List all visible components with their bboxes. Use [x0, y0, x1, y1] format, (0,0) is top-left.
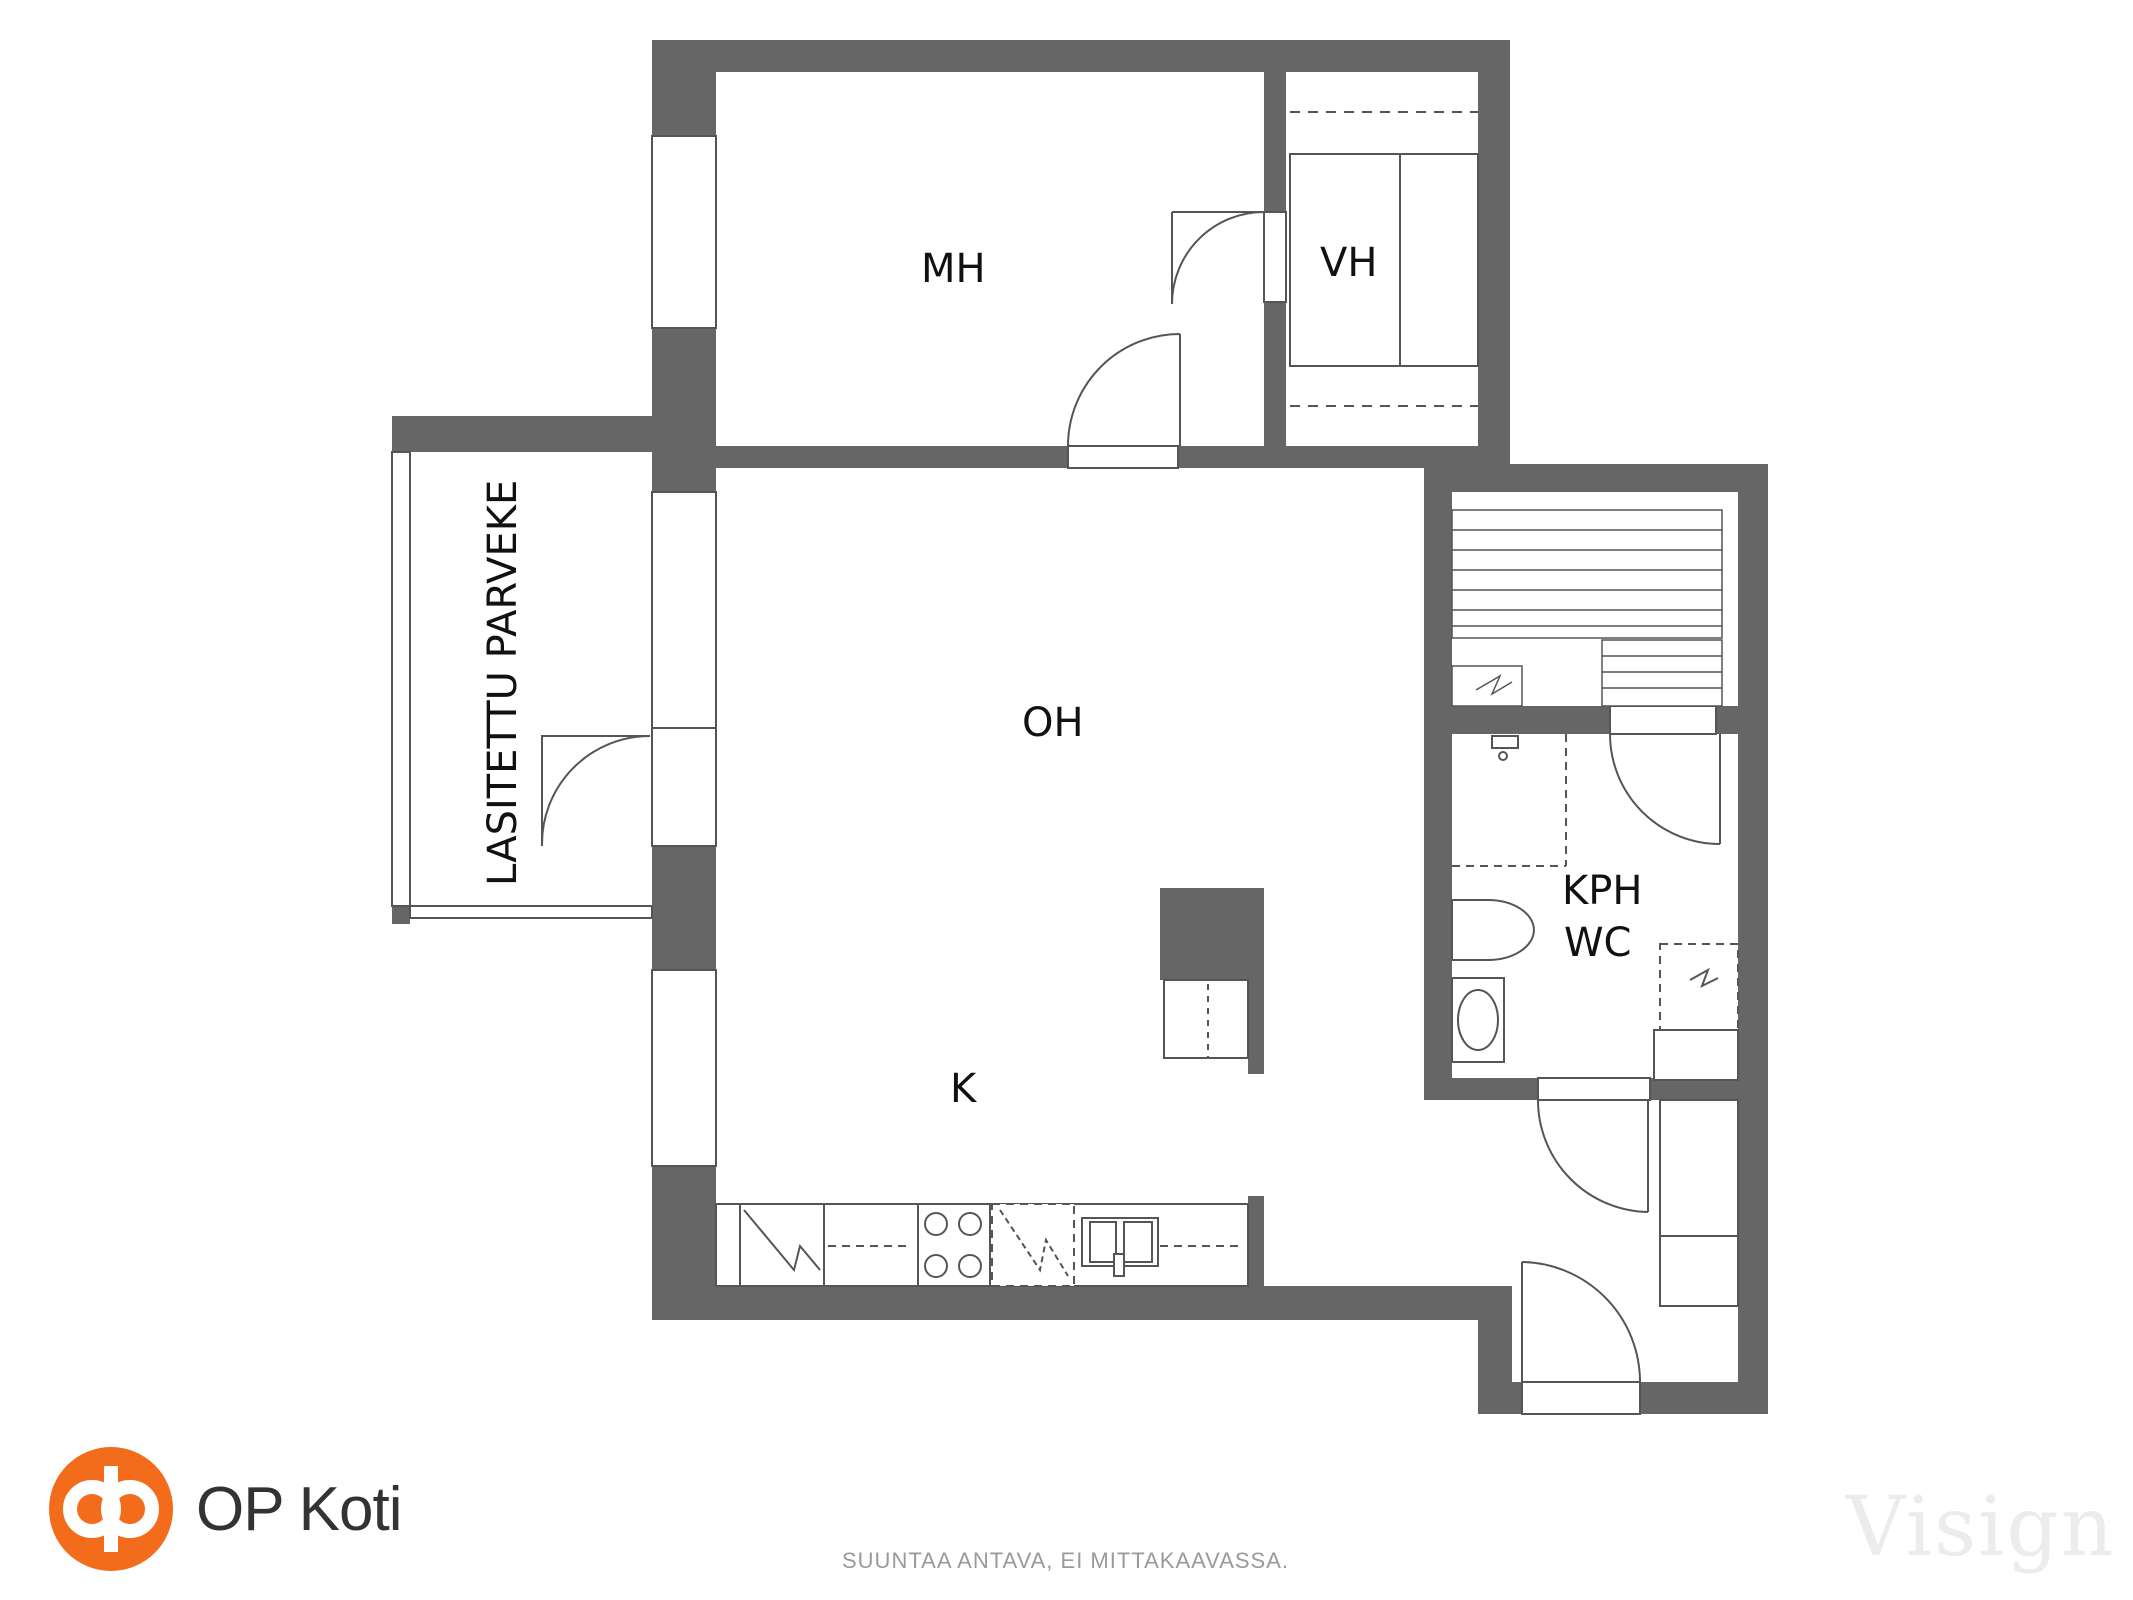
room-label-wc: WC [1564, 920, 1631, 966]
room-label-balcony: LASITETTU PARVEKE [480, 480, 526, 886]
room-label-k: K [950, 1066, 978, 1112]
brand-name: OP Koti [196, 1475, 403, 1544]
disclaimer-text: SUUNTAA ANTAVA, EI MITTAKAAVASSA. [842, 1548, 1290, 1573]
room-labels: MH VH OH K KPH WC LASITETTU PARVEKE [480, 240, 1642, 1112]
door-openings [651, 211, 1717, 1415]
op-logo-icon [49, 1447, 173, 1571]
watermark: Visign [1846, 1480, 2116, 1575]
kitchen-island [1163, 979, 1249, 1059]
kitchen-counter [715, 1203, 1249, 1287]
bathroom-fixtures [1451, 734, 1739, 1081]
door-swings [540, 211, 1721, 1383]
room-label-oh: OH [1022, 700, 1084, 746]
room-label-vh: VH [1320, 240, 1377, 286]
room-label-kph: KPH [1562, 868, 1642, 914]
entry-closet [1659, 1099, 1739, 1307]
room-label-mh: MH [921, 246, 986, 292]
wardrobe [1289, 111, 1479, 407]
walls [392, 40, 1768, 1414]
sauna-benches [1451, 509, 1723, 707]
windows [391, 135, 717, 1167]
